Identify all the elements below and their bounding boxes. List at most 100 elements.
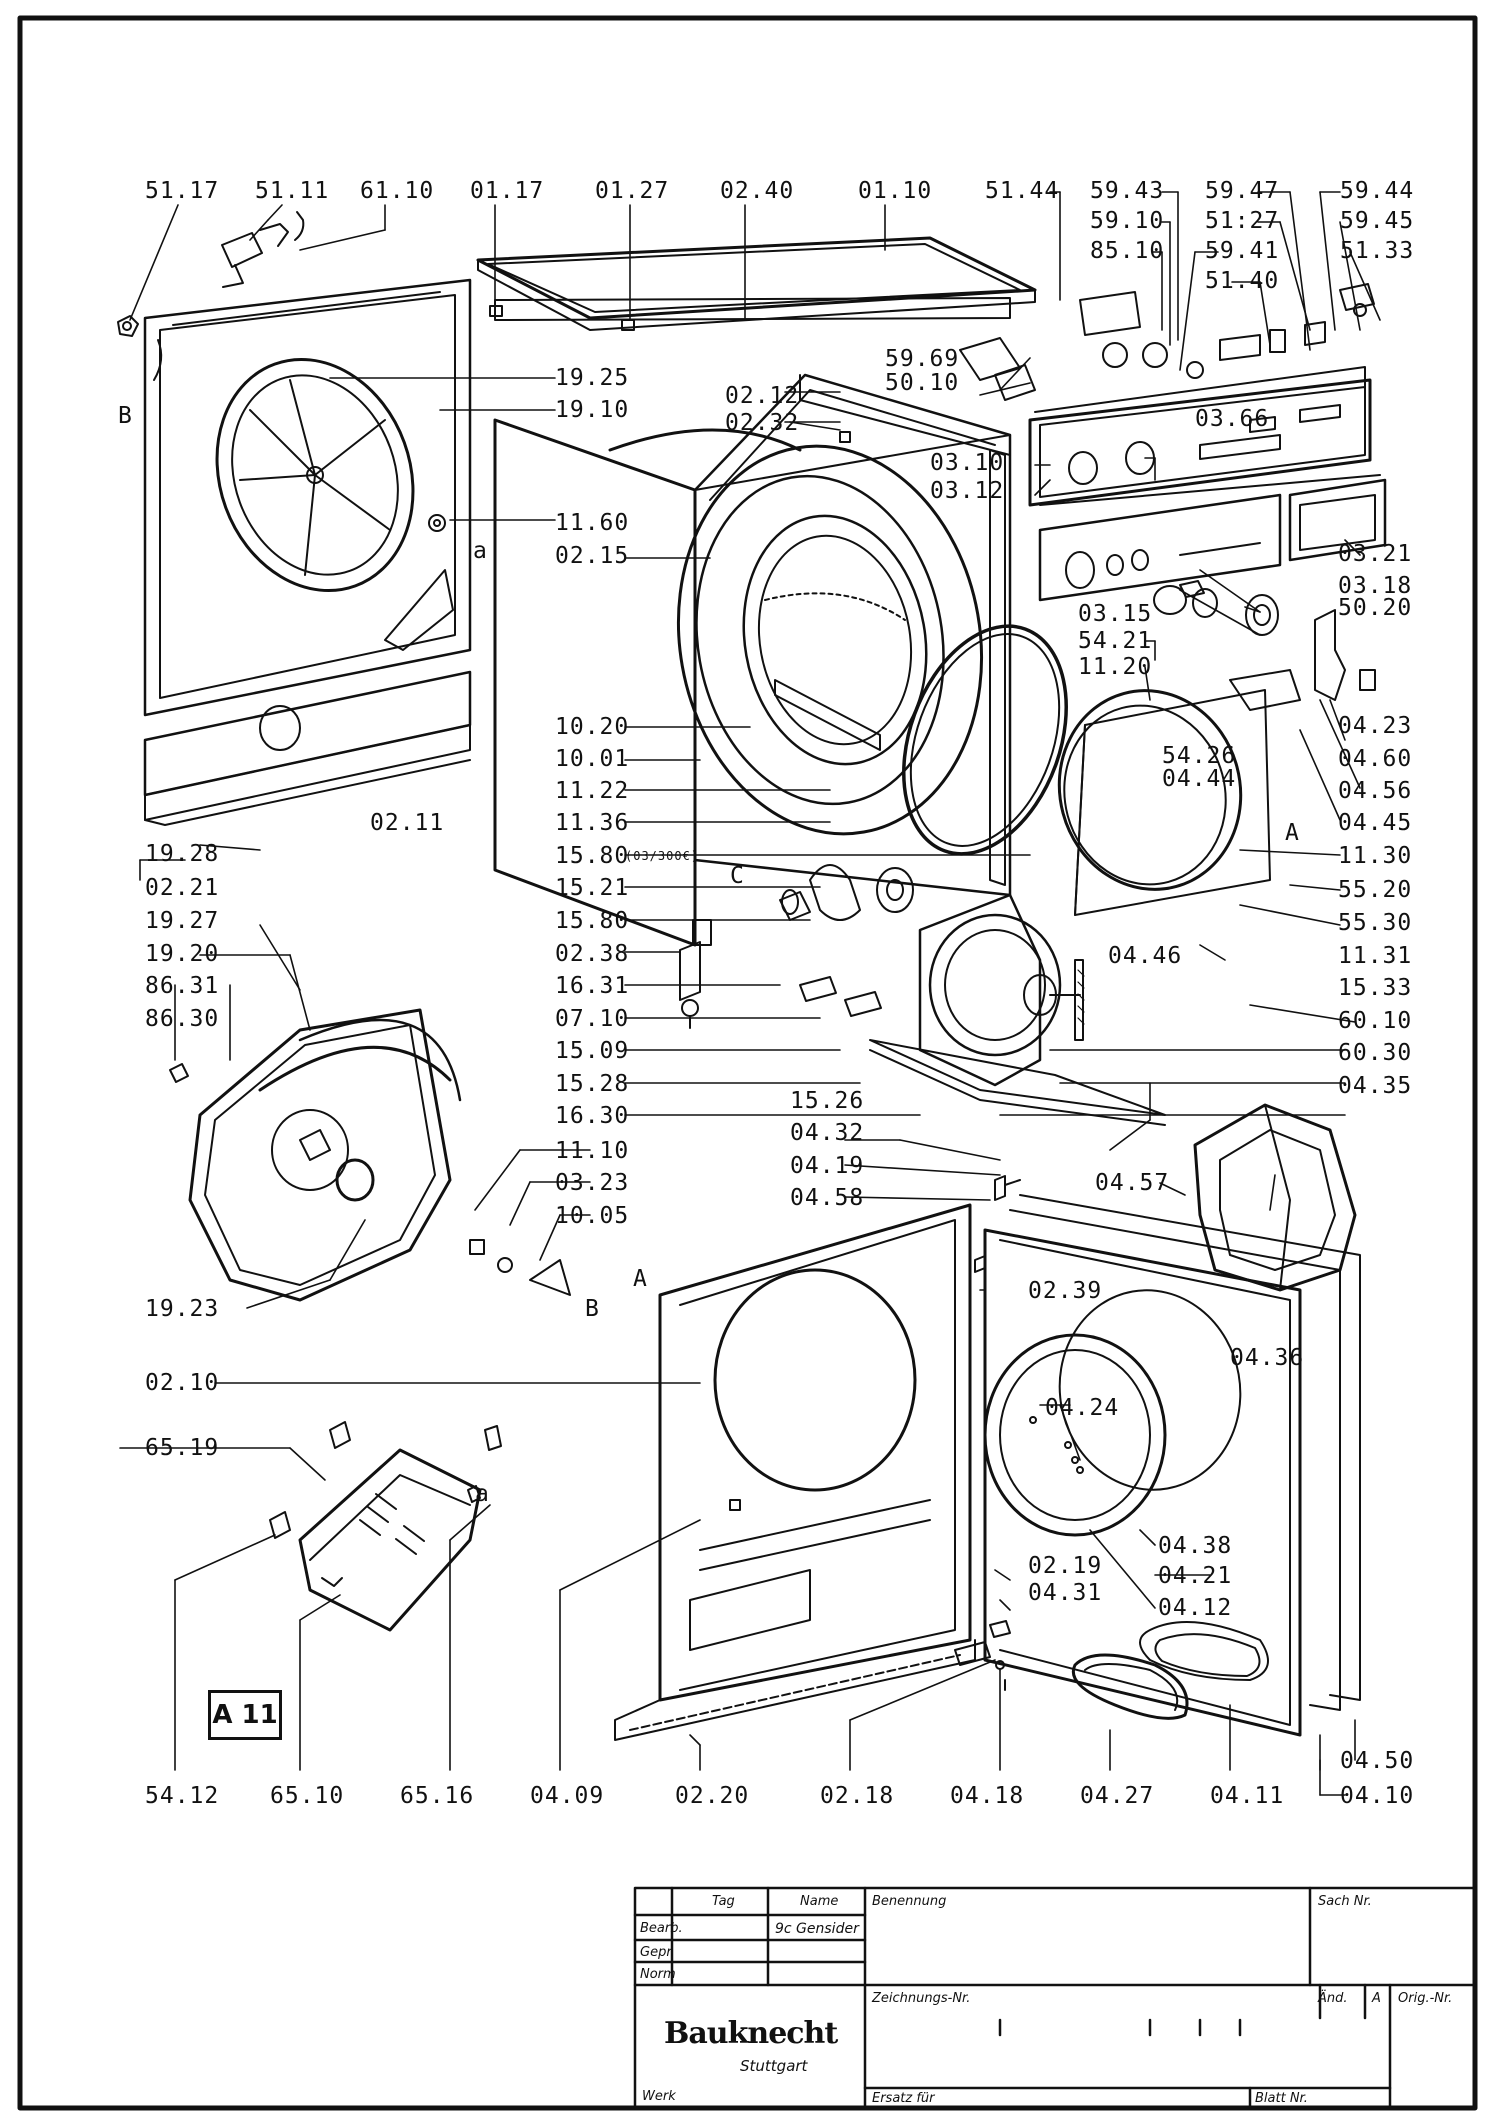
tb-name-header: Name (800, 1894, 839, 1909)
tb-norm: Norm (640, 1967, 676, 1982)
label-02-38: 02.38 (555, 941, 630, 967)
part-51-17-clip (117, 315, 139, 337)
label-15-33: 15.33 (1338, 975, 1413, 1001)
label-04-12: 04.12 (1158, 1595, 1233, 1621)
part-19-10-side-wall (143, 278, 472, 717)
label-04-23: 04.23 (1338, 713, 1413, 739)
label-callout-C: C (730, 863, 745, 889)
label-02-12: 02.12 (725, 383, 800, 409)
part-03-15-knobs (1153, 585, 1279, 636)
tb-tag-header: Tag (712, 1894, 735, 1909)
label-03-21: 03.21 (1338, 541, 1413, 567)
part-01-10-top-cover (476, 236, 1037, 331)
tb-aend-index: A (1372, 1991, 1381, 2006)
label-03-15: 03.15 (1078, 601, 1153, 627)
label-04-10: 04.10 (1340, 1783, 1415, 1809)
tb-werk: Werk (642, 2089, 676, 2104)
label-02-15: 02.15 (555, 543, 630, 569)
label-59-44: 59.44 (1340, 178, 1415, 204)
label-11-36: 11.36 (555, 810, 630, 836)
label-59-43: 59.43 (1090, 178, 1165, 204)
label-65-16: 65.16 (400, 1783, 475, 1809)
part-02-15-rear-frame (693, 373, 1012, 897)
label-02-20: 02.20 (675, 1783, 750, 1809)
label-61-10: 61.10 (360, 178, 435, 204)
label-19-10: 19.10 (555, 397, 630, 423)
label-59-41: 59.41 (1205, 238, 1280, 264)
label-85-10: 85.10 (1090, 238, 1165, 264)
label-02-21: 02.21 (145, 875, 220, 901)
label-15-80-note: (03/300€) (625, 849, 700, 863)
part-04-35-frame (1193, 1103, 1357, 1292)
label-15-09: 15.09 (555, 1038, 630, 1064)
label-15-26: 15.26 (790, 1088, 865, 1114)
label-02-19: 02.19 (1028, 1553, 1103, 1579)
label-03-18: 03.18 (1338, 573, 1413, 599)
label-59-47: 59.47 (1205, 178, 1280, 204)
label-03-10: 03.10 (930, 450, 1005, 476)
label-02-32: 02.32 (725, 410, 800, 436)
tb-benennung: Benennung (872, 1894, 947, 1909)
label-60-30: 60.30 (1338, 1040, 1413, 1066)
part-04-60-heater-group (1179, 580, 1376, 701)
label-55-30: 55.30 (1338, 910, 1413, 936)
part-04-32-clip (974, 1175, 1021, 1273)
part-10-01-drum (608, 428, 984, 836)
label-02-39: 02.39 (1028, 1278, 1103, 1304)
tb-blatt-nr: Blatt Nr. (1255, 2091, 1308, 2106)
label-15-21: 15.21 (555, 875, 630, 901)
part-59-10-switches (959, 283, 1375, 401)
label-11-22: 11.22 (555, 778, 630, 804)
label-01-17: 01.17 (470, 178, 545, 204)
part-65-10-module (269, 1421, 502, 1632)
label-15-80-a: 15.80 (555, 843, 630, 869)
tb-city: Stuttgart (740, 2057, 808, 2075)
label-51-27: 51:27 (1205, 208, 1280, 234)
part-19-20-drum-back (169, 1008, 571, 1302)
label-51-44: 51.44 (985, 178, 1060, 204)
label-19-20: 19.20 (145, 941, 220, 967)
label-01-27: 01.27 (595, 178, 670, 204)
tb-bearb: Bearb. (640, 1921, 683, 1936)
tb-sach-nr: Sach Nr. (1318, 1894, 1372, 1909)
label-04-31: 04.31 (1028, 1580, 1103, 1606)
part-02-38-bracket (679, 941, 701, 1001)
label-07-10: 07.10 (555, 1006, 630, 1032)
label-50-20: 50.20 (1338, 595, 1413, 621)
label-callout-a-1: a (473, 538, 488, 564)
label-03-12: 03.12 (930, 478, 1005, 504)
label-54-21: 54.21 (1078, 628, 1153, 654)
label-04-35: 04.35 (1338, 1073, 1413, 1099)
label-11-10: 11.10 (555, 1138, 630, 1164)
part-03-12-lower-panel (1038, 478, 1387, 602)
part-15-21-pulley (692, 864, 914, 1017)
part-02-10-front-panel (614, 1203, 976, 1741)
part-04-27-gasket (954, 1620, 1189, 1720)
label-callout-A-1: A (1285, 820, 1300, 846)
label-03-66: 03.66 (1195, 406, 1270, 432)
label-51-33: 51.33 (1340, 238, 1415, 264)
tb-bearb-name: 9c Gensider (775, 1921, 859, 1937)
label-04-45: 04.45 (1338, 810, 1413, 836)
part-03-10-control-panel (1028, 366, 1381, 507)
label-04-19: 04.19 (790, 1153, 865, 1179)
label-04-60: 04.60 (1338, 746, 1413, 772)
label-51-40: 51.40 (1205, 268, 1280, 294)
label-callout-A-2: A (633, 1266, 648, 1292)
label-10-01: 10.01 (555, 746, 630, 772)
leader-lines (119, 191, 1381, 1796)
label-04-50: 04.50 (1340, 1748, 1415, 1774)
label-02-10: 02.10 (145, 1370, 220, 1396)
title-block-lines (633, 1886, 1477, 2110)
label-51-11: 51.11 (255, 178, 330, 204)
part-11-30-seal-ring (1057, 669, 1301, 916)
label-04-18: 04.18 (950, 1783, 1025, 1809)
label-16-31: 16.31 (555, 973, 630, 999)
label-04-56: 04.56 (1338, 778, 1413, 804)
label-03-23: 03.23 (555, 1170, 630, 1196)
label-55-20: 55.20 (1338, 877, 1413, 903)
label-10-05: 10.05 (555, 1203, 630, 1229)
label-59-69: 59.69 (885, 346, 960, 372)
label-04-09: 04.09 (530, 1783, 605, 1809)
